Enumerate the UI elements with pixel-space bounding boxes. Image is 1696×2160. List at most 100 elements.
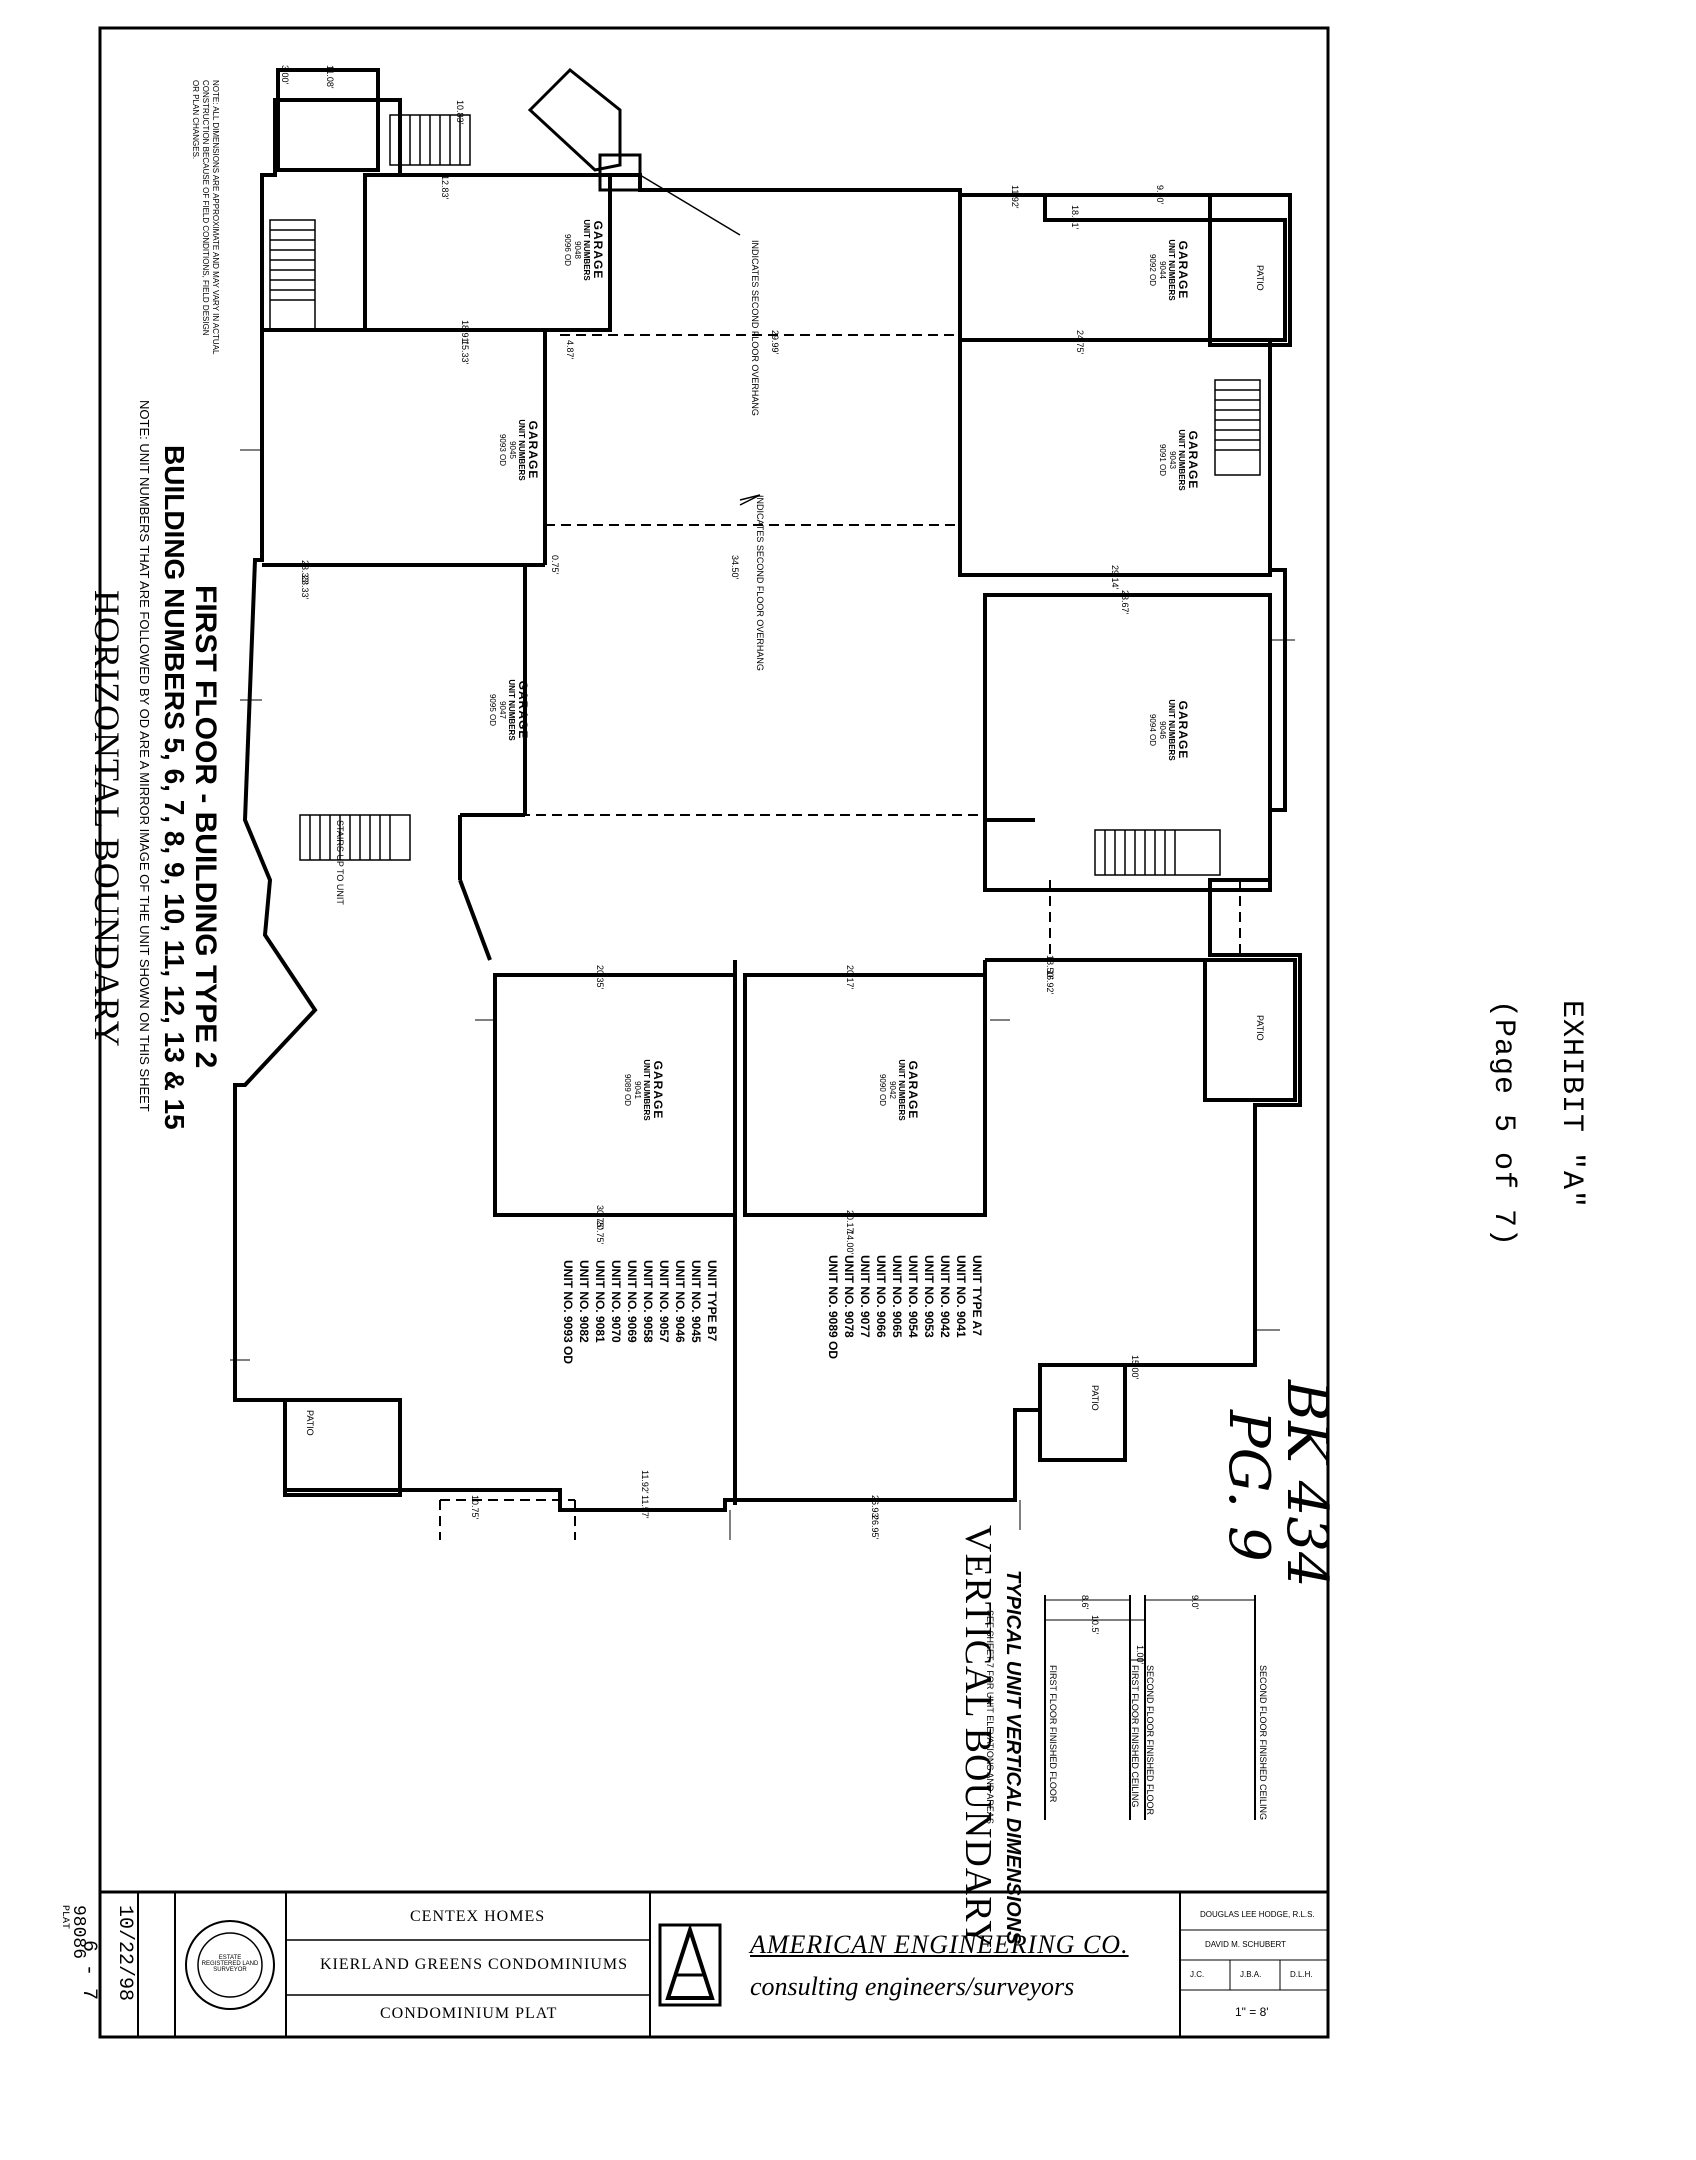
patio-label: PATIO [1090,1385,1100,1411]
level-label: FIRST FLOOR FINISHED FLOOR [1048,1665,1058,1803]
stairs-icon [269,114,1261,876]
dimension-label: 15.33' [460,340,470,365]
garage-sub: UNIT NUMBERS [1167,699,1176,761]
unit-number: UNIT NO. 9077 [858,1255,872,1338]
dimension-label: 26.95' [870,1515,880,1540]
dimension-label: 11.92' [1010,185,1020,209]
dimension-label: 29.99' [770,330,780,355]
surveyor-name: DOUGLAS LEE HODGE, R.L.S. [1200,1910,1315,1919]
unit-number: UNIT NO. 9046 [673,1260,687,1343]
garage-units: 9090 OD [878,1073,887,1107]
garage-sub: UNIT NUMBERS [642,1059,651,1121]
client-name: CENTEX HOMES [410,1908,546,1925]
garage-title: GARAGE [1176,700,1190,760]
level-dim: 9.0' [1190,1595,1200,1610]
level-label: SECOND FLOOR FINISHED CEILING [1258,1665,1268,1821]
garage-title: GARAGE [1176,240,1190,300]
unit-number: UNIT NO. 9045 [689,1260,703,1343]
dimension-label: 0.75' [550,555,560,575]
overhang-note: INDICATES SECOND FLOOR OVERHANG [750,240,760,416]
garage-label: GARAGE UNIT NUMBERS 9042 9090 OD [820,1030,920,1150]
unit-type-a7-list: UNIT TYPE A7 UNIT NO. 9041 UNIT NO. 9042… [825,1255,985,1359]
dimension-label: 23.67' [1120,590,1130,615]
dimension-label: 24.75' [1075,330,1085,355]
garage-units: 9045 [508,441,517,459]
dimension-label: 10.75' [470,1495,480,1520]
level-label: FIRST FLOOR FINISHED CEILING [1130,1665,1140,1808]
garage-units: 9092 OD [1148,253,1157,287]
exhibit-title: EXHIBIT "A" [1554,1000,1588,1210]
garage-units: 9047 [498,701,507,719]
plat-date: 10/22/98 [113,1905,136,2002]
unit-number: UNIT NO. 9070 [609,1260,623,1343]
garage-units: 9089 OD [623,1073,632,1107]
dimension-lines [230,449,1295,1540]
dimension-label: 29.14' [1110,565,1120,590]
stairs-label: STAIRS UP TO UNIT [335,820,345,905]
dimension-label: 12.83' [440,175,450,200]
company-tagline: consulting engineers/surveyors [750,1972,1075,2001]
check-initials: J.C. [1190,1970,1205,1979]
vertical-dims-note: SEE SHEET 7 FOR UNIT ELEVATIONS AND AREA… [985,1610,995,1824]
building-numbers: BUILDING NUMBERS 5, 6, 7, 8, 9, 10, 11, … [159,445,190,1130]
garage-label: GARAGE UNIT NUMBERS 9045 9093 OD [440,390,540,510]
dimension-label: 20.35' [595,965,605,990]
dimension-label: 18.41' [1070,205,1080,230]
garage-sub: UNIT NUMBERS [507,679,516,741]
garage-label: GARAGE UNIT NUMBERS 9043 9091 OD [1100,400,1200,520]
vertical-dimension-diagram [1044,1595,1256,1820]
drawing-scale: 1" = 8' [1235,2005,1269,2019]
surveyor-seal [185,1920,275,2010]
garage-label: GARAGE UNIT NUMBERS 9048 9096 OD [505,190,605,310]
dimension-label: 9.00' [1155,185,1165,205]
company-name: AMERICAN ENGINEERING CO. [750,1930,1129,1959]
unit-number: UNIT NO. 9054 [906,1255,920,1338]
unit-number: UNIT NO. 9066 [874,1255,888,1338]
garage-title: GARAGE [526,420,540,480]
garage-sub: UNIT NUMBERS [582,219,591,281]
dimension-label: 11.92' [640,1470,650,1494]
handwritten-page: PG. 9 [1216,1410,1281,1562]
job-number: 98086 [68,1905,88,1960]
unit-type-title: UNIT TYPE B7 [705,1260,719,1342]
garage-units: 9044 [1158,261,1167,279]
dimension-label: 16.92' [1045,970,1055,995]
garage-units: 9042 [888,1081,897,1099]
level-dim: 10.5' [1090,1615,1100,1635]
garage-label: GARAGE UNIT NUMBERS 9047 9095 OD [430,650,530,770]
garage-units: 9095 OD [488,693,497,727]
level-label: SECOND FLOOR FINISHED FLOOR [1145,1665,1155,1816]
unit-type-title: UNIT TYPE A7 [970,1255,984,1336]
dimension-label: 10.83' [455,100,465,125]
exhibit-page-number: (Page 5 of 7) [1486,1000,1520,1248]
patio-label: PATIO [1255,265,1265,291]
dimension-label: 3.00' [280,65,290,85]
level-dim: 1.00' [1135,1645,1145,1665]
unit-number: UNIT NO. 9041 [954,1255,968,1338]
note-line: NOTE: ALL DIMENSIONS ARE APPROXIMATE AND… [211,80,220,355]
unit-number: UNIT NO. 9093 OD [561,1260,575,1365]
garage-units: 9046 [1158,721,1167,739]
garage-title: GARAGE [651,1060,665,1120]
dimension-label: 23.33' [300,575,310,600]
unit-number: UNIT NO. 9065 [890,1255,904,1338]
vertical-dims-title: TYPICAL UNIT VERTICAL DIMENSIONS [1002,1570,1024,1945]
garage-sub: UNIT NUMBERS [1167,239,1176,301]
dimension-label: 15.00' [1130,1355,1140,1380]
check-initials: J.B.A. [1240,1970,1262,1979]
garage-units: 9091 OD [1158,443,1167,477]
patio-label: PATIO [1255,1015,1265,1041]
dimension-label: 20.17' [845,965,855,990]
handwritten-book: BK 434 [1274,1380,1339,1588]
garage-units: 9093 OD [498,433,507,467]
unit-number: UNIT NO. 9082 [577,1260,591,1343]
garage-title: GARAGE [516,680,530,740]
garage-units: 9041 [633,1081,642,1099]
garage-units: 9048 [573,241,582,259]
unit-number: UNIT NO. 9057 [657,1260,671,1343]
unit-number: UNIT NO. 9042 [938,1255,952,1338]
dimension-label: 34.50' [730,555,740,580]
horizontal-boundary-label: HORIZONTAL BOUNDARY [87,590,127,1048]
